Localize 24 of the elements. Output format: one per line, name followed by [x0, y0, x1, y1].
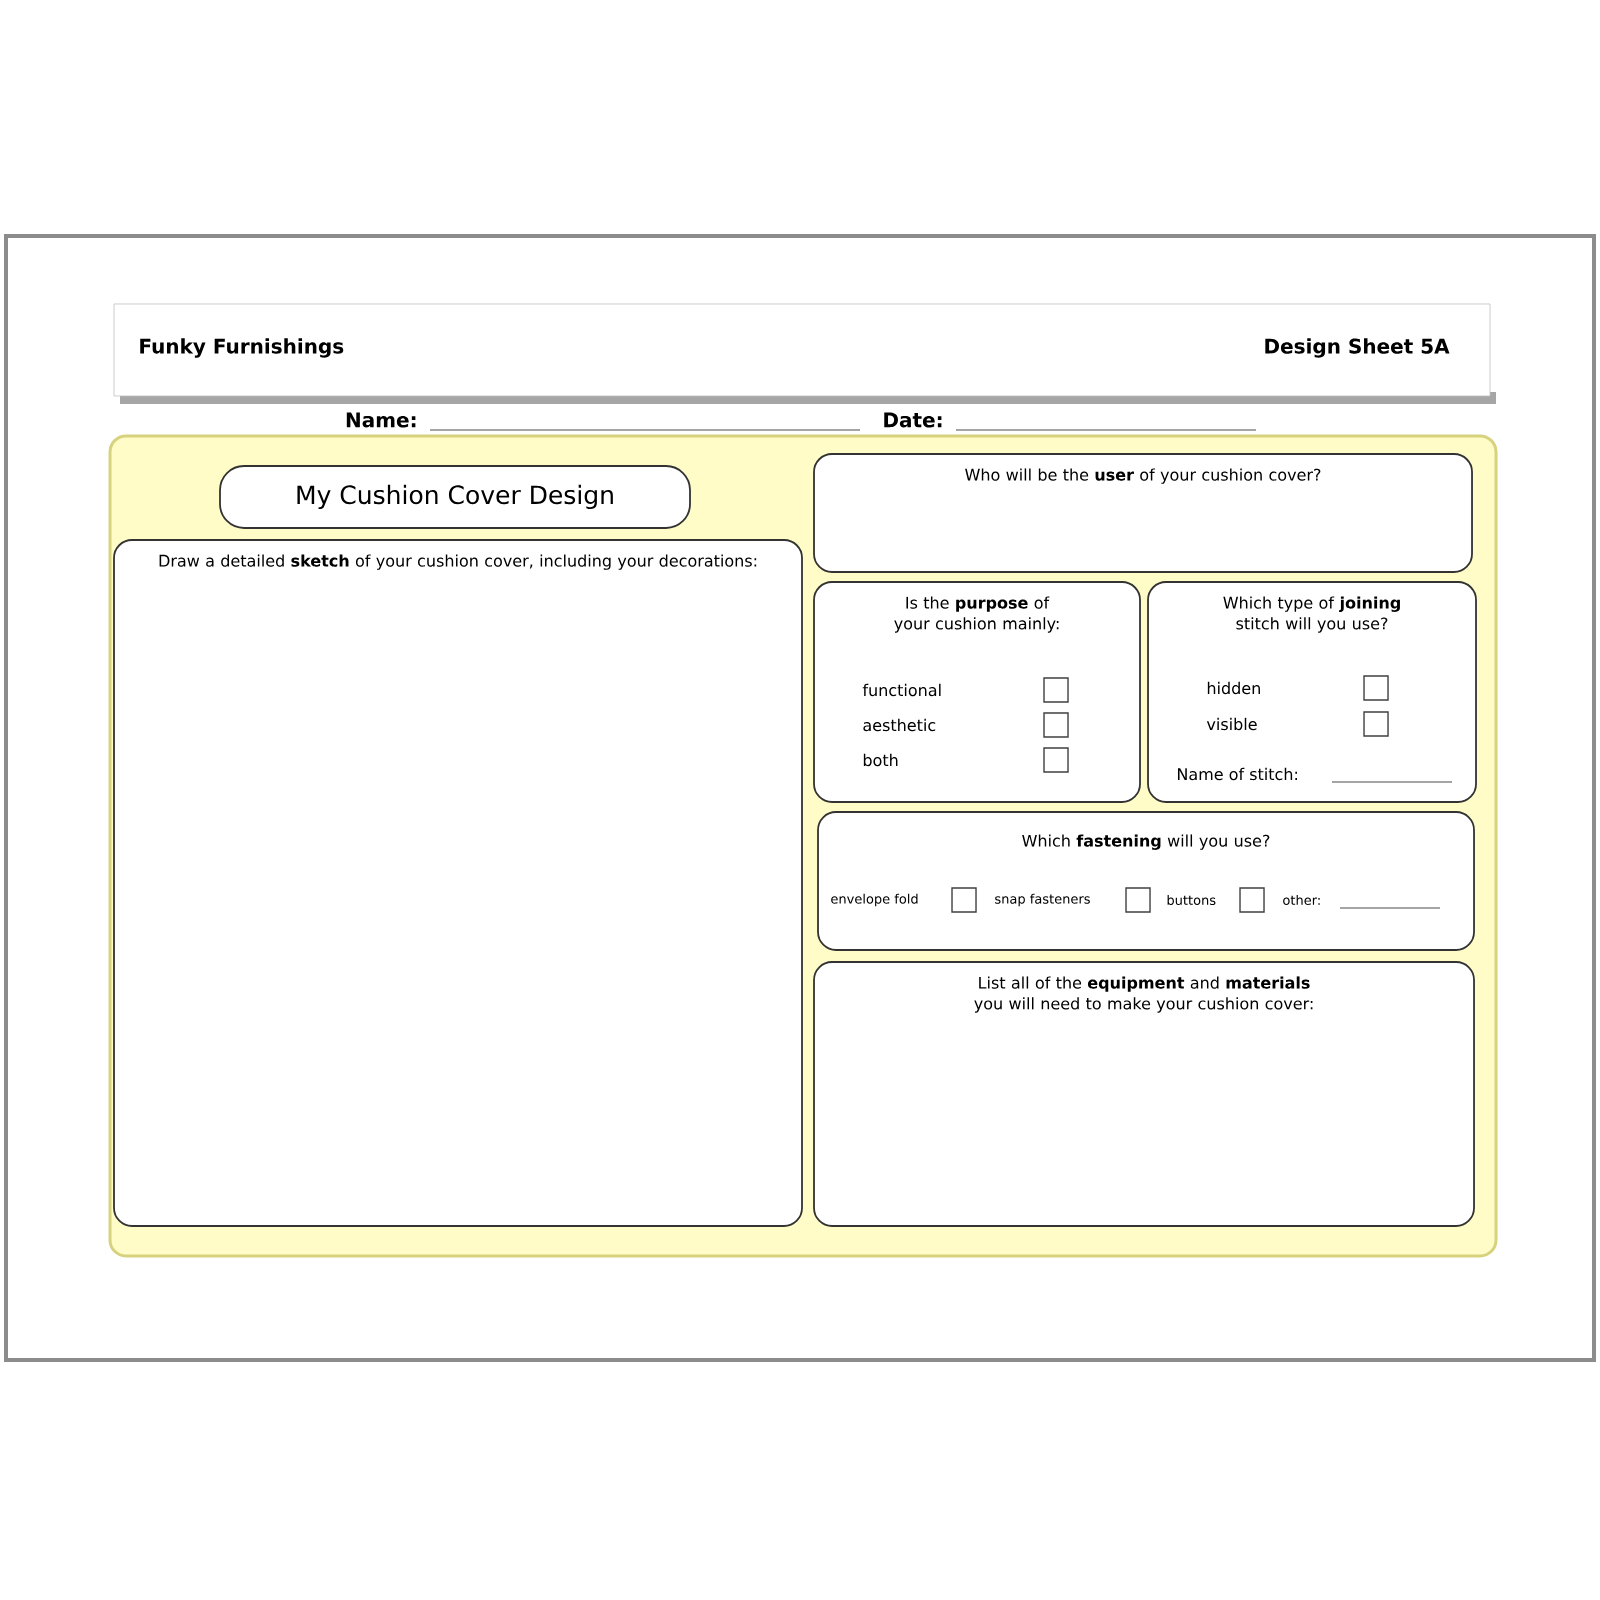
answer-box: [113, 539, 803, 1227]
question-text: Which fastening will you use?: [1022, 834, 1270, 850]
answer-box: [1147, 581, 1477, 803]
sheet-label: Design Sheet 5A: [1265, 338, 1450, 358]
answer-box: [813, 453, 1473, 573]
question-text: Who will be the user of your cushion cover?: [965, 468, 1321, 484]
title-text: Funky Furnishings: [140, 338, 344, 358]
option-label: functional: [862, 683, 941, 697]
question-text: Draw a detailed sketch of your cushion cover, including your decorations:: [159, 554, 757, 570]
question-text: Which type of joining stitch will you use?: [1223, 596, 1400, 633]
question-text: Is the purpose of your cushion mainly:: [894, 596, 1059, 633]
field-label: Name:: [346, 412, 416, 428]
answer-box: [813, 581, 1141, 803]
option-label: Name of stitch:: [1178, 767, 1297, 781]
heading-text: My Cushion Cover Design: [297, 484, 613, 510]
option-label: both: [863, 753, 898, 767]
field-label: Date:: [884, 412, 942, 428]
option-label: aesthetic: [863, 718, 936, 732]
title-pill: [219, 465, 691, 529]
option-label: hidden: [1207, 681, 1260, 695]
answer-box: [813, 961, 1475, 1227]
option-label: visible: [1206, 717, 1257, 731]
answer-box: [817, 811, 1475, 951]
question-text: List all of the equipment and materials you will need to make your cushion cover:: [974, 976, 1313, 1013]
